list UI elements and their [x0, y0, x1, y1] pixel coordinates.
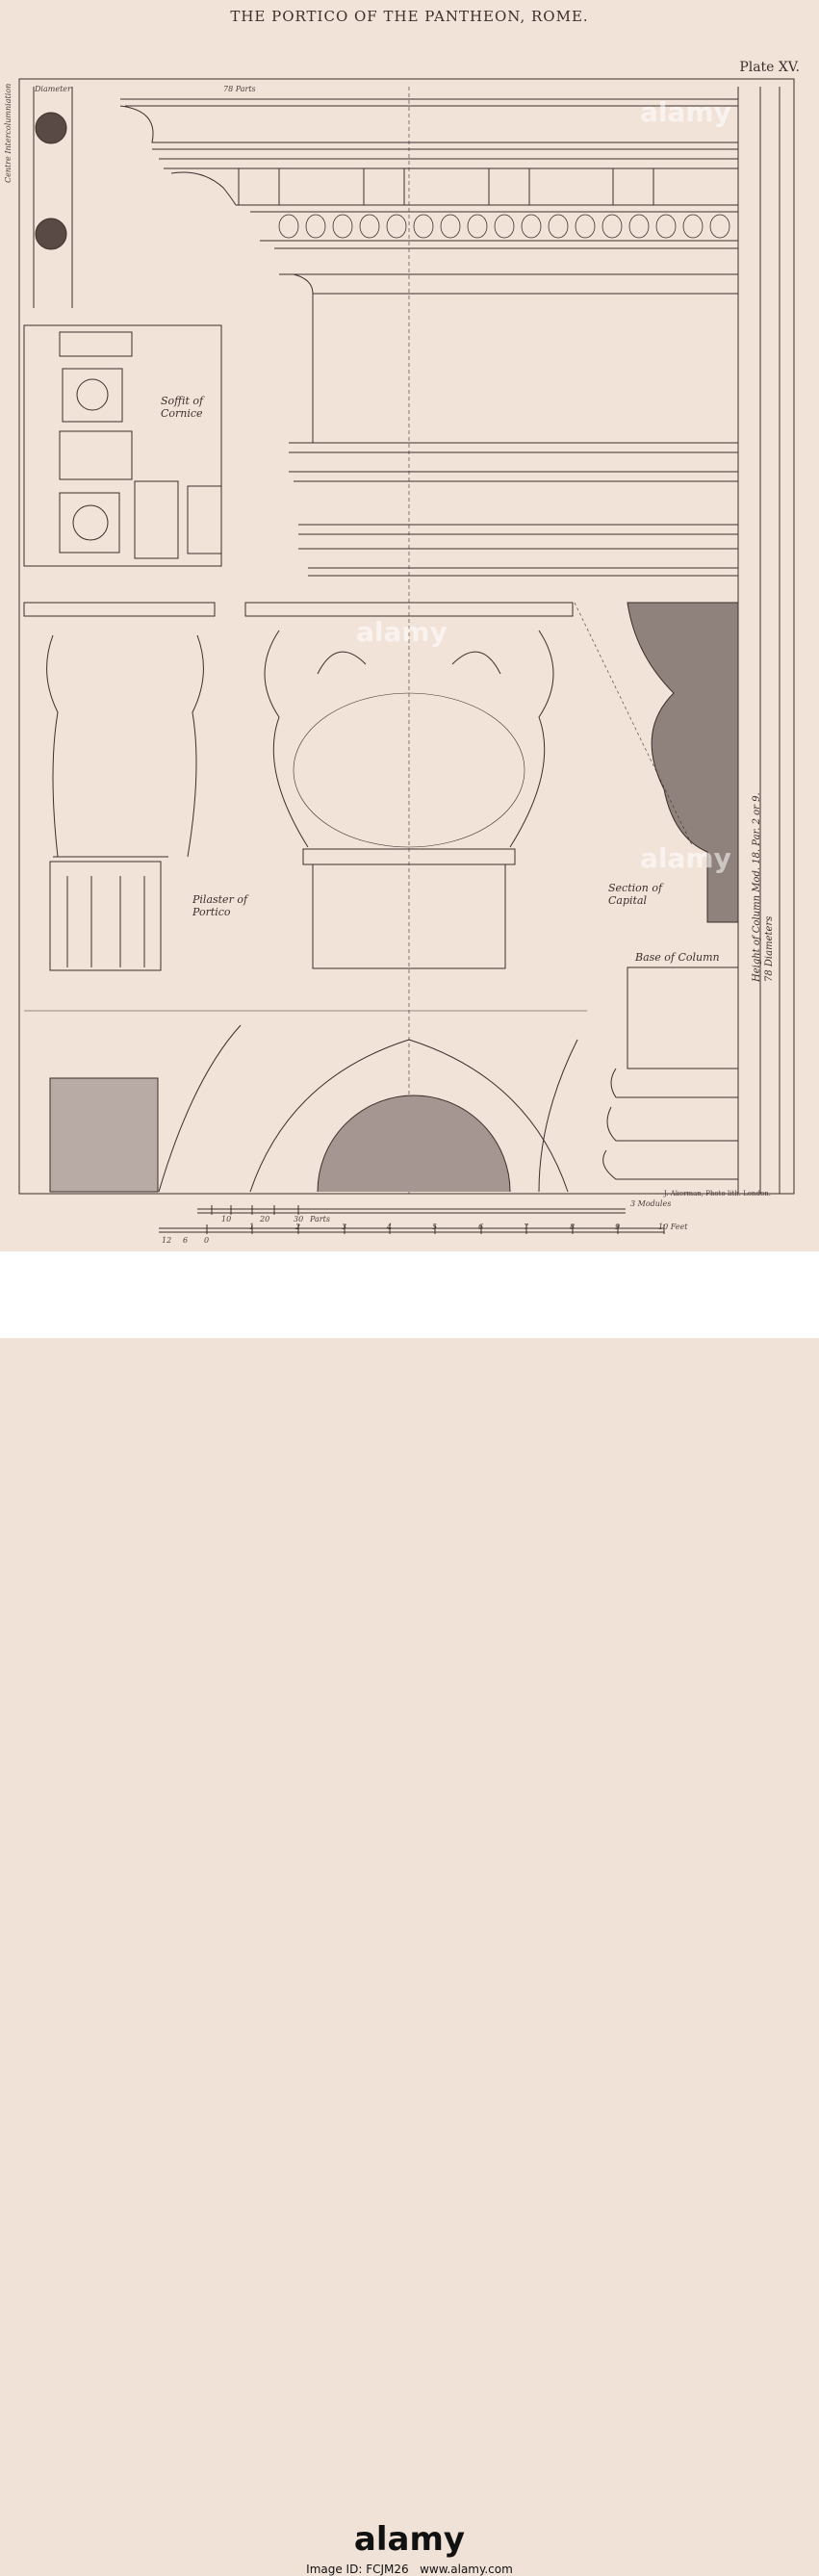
publisher-credit: J. Akerman, Photo lith. London. [663, 1190, 771, 1198]
plan-column-circle [317, 1095, 511, 1193]
watermark: alamy [640, 96, 731, 128]
watermark: alamy [356, 616, 448, 648]
feet-tick: 1 [249, 1223, 255, 1231]
modules-scale-label: 3 Modules [630, 1199, 672, 1208]
base-label: Base of Column [635, 951, 720, 964]
scale-tick: 30 [294, 1215, 304, 1224]
modillion [612, 167, 654, 206]
column-base [627, 966, 739, 1069]
diameter-circle [35, 218, 67, 250]
feet-tick: 6 [478, 1223, 484, 1231]
feet-tick: 3 [342, 1223, 347, 1231]
stock-banner: alamy Image ID: FCJM26 www.alamy.com [0, 1251, 819, 2576]
modillion [238, 167, 280, 206]
parts-label: 78 Parts [223, 85, 256, 93]
scale-tick: 20 [260, 1215, 270, 1224]
soffit-label: Soffit of Cornice [161, 395, 204, 420]
capital-section [627, 602, 739, 923]
plate-number: Plate XV. [739, 60, 800, 75]
feet-tick: 4 [387, 1223, 393, 1231]
height-label: Height of Column Mod. 18. Par. 2 or 9. 7… [752, 792, 775, 982]
watermark: alamy [640, 842, 731, 874]
scale-tick: 10 [221, 1215, 232, 1224]
alamy-logo[interactable]: alamy [353, 2520, 466, 2559]
diameter-circle [35, 112, 67, 144]
feet-tick: 12 [162, 1236, 172, 1245]
soffit-panel [23, 324, 222, 567]
plate-sheet: THE PORTICO OF THE PANTHEON, ROME. Plate… [0, 0, 819, 1251]
plate-frame [18, 78, 795, 1195]
feet-tick: 9 [615, 1223, 621, 1231]
plate-title: THE PORTICO OF THE PANTHEON, ROME. [230, 8, 589, 25]
feet-tick: 7 [524, 1223, 529, 1231]
centre-label: Centre Intercolumniation [4, 83, 13, 183]
modillion [488, 167, 530, 206]
section-label: Section of Capital [608, 882, 663, 907]
feet-tick: 2 [295, 1223, 301, 1231]
pilaster-label: Pilaster of Portico [192, 893, 248, 918]
feet-tick: 0 [204, 1236, 210, 1245]
pilaster-shaft [49, 861, 162, 971]
architectural-drawing [18, 78, 795, 1234]
column-shaft [312, 863, 506, 969]
parts-scale-label: Parts [310, 1215, 330, 1224]
plan-section [49, 1077, 159, 1193]
feet-tick: 8 [570, 1223, 576, 1231]
feet-scale-label: 10 Feet [658, 1223, 688, 1231]
modillion [363, 167, 405, 206]
image-id-text: Image ID: FCJM26 www.alamy.com [306, 2563, 513, 2576]
feet-tick: 5 [432, 1223, 438, 1231]
feet-tick: 6 [183, 1236, 189, 1245]
diameter-label: Diameter [35, 85, 71, 93]
